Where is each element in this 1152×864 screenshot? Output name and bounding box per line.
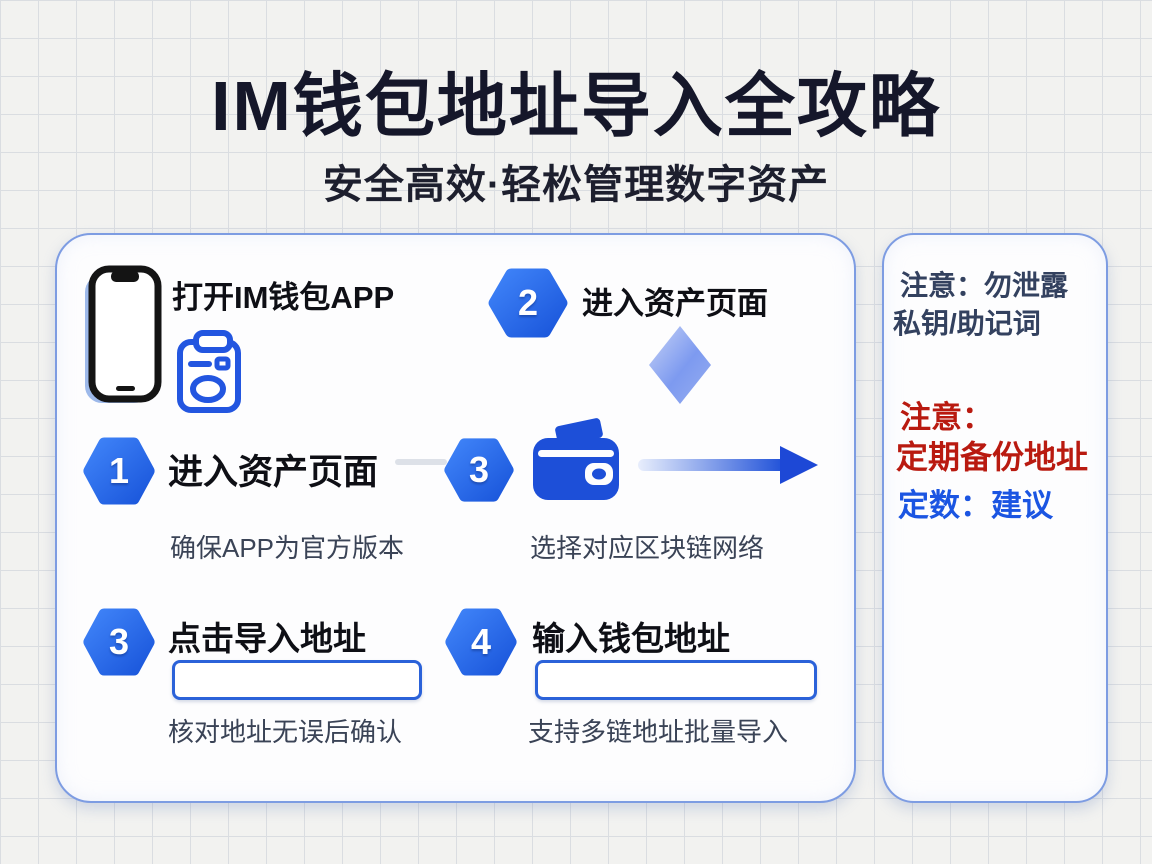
step-4-number: 4 [470,621,492,662]
step-4-title: 输入钱包地址 [532,620,730,657]
connector-line [395,459,447,465]
diamond-icon [648,325,712,405]
tip-suggestion: 定数：建议 [898,488,1053,523]
step-2-badge: 2 [487,267,569,339]
page-subtitle: 安全高效·轻松管理数字资产 [322,163,830,207]
step-import-badge: 3 [82,607,156,677]
step-2-number: 2 [517,282,539,323]
step-4-badge: 4 [444,607,518,677]
page-title: IM钱包地址导入全攻略 [211,67,941,145]
import-address-input[interactable] [172,660,422,700]
clipboard-icon [176,330,242,414]
side-card [882,233,1108,803]
warning-backup-line2: 定期备份地址 [896,439,1089,475]
step-import-number: 3 [108,621,130,662]
step-import-title: 点击导入地址 [168,620,366,657]
step-1-number: 1 [108,450,130,491]
step-4-note: 支持多链地址批量导入 [528,717,789,747]
step-import-note: 核对地址无误后确认 [168,717,403,747]
step-1-title: 进入资产页面 [168,453,379,492]
intro-label: 打开IM钱包APP [172,280,395,315]
wallet-icon [530,414,622,502]
wallet-address-input[interactable] [535,660,817,700]
arrow-right-icon [638,444,818,486]
smartphone-icon [84,265,162,407]
step-2-title: 进入资产页面 [582,286,768,321]
warning-backup-line1: 注意： [900,400,993,435]
main-card [55,233,856,803]
step-1-note: 确保APP为官方版本 [170,533,405,563]
warning-privacy-line1: 注意：勿泄露 [900,270,1069,301]
step-3-badge: 3 [443,437,515,503]
warning-privacy-line2: 私钥/助记词 [893,308,1041,339]
step-3-note: 选择对应区块链网络 [530,533,765,563]
step-1-badge: 1 [82,436,156,506]
step-3-number: 3 [468,449,490,490]
